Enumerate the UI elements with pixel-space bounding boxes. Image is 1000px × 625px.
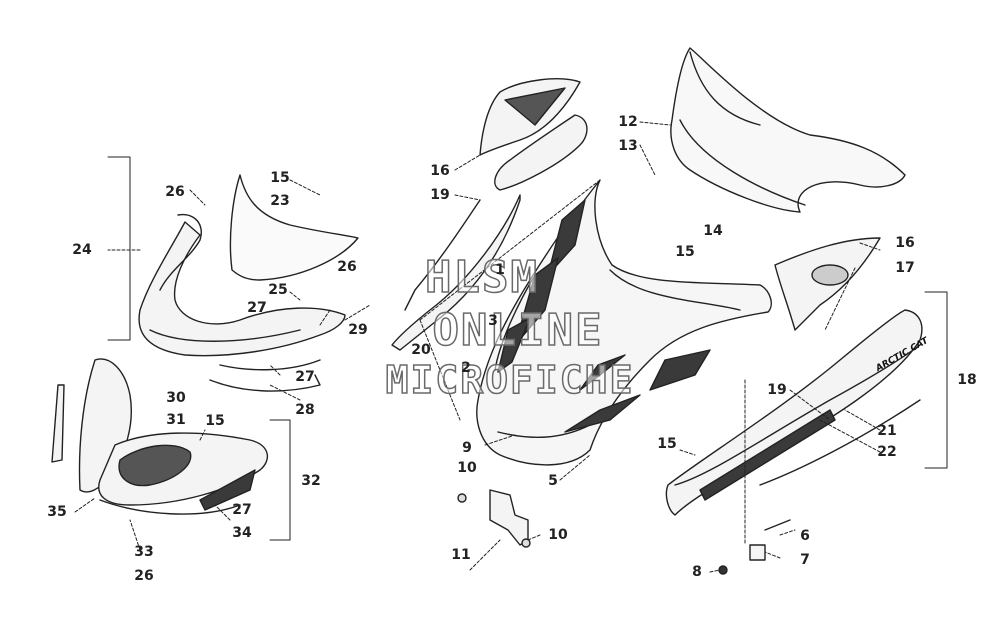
callout-16[interactable]: 16 — [430, 163, 450, 179]
callout-34[interactable]: 34 — [232, 525, 252, 541]
bottom-hardware — [718, 519, 791, 575]
callout-3[interactable]: 3 — [488, 313, 498, 329]
callout-23[interactable]: 23 — [270, 193, 290, 209]
callout-13[interactable]: 13 — [618, 138, 638, 154]
callout-33[interactable]: 33 — [134, 544, 154, 560]
hood-part — [476, 179, 772, 466]
callout-32[interactable]: 32 — [301, 473, 321, 489]
callout-19[interactable]: 19 — [430, 187, 450, 203]
hood-side-panels — [391, 78, 588, 351]
callout-15[interactable]: 15 — [657, 436, 677, 452]
callout-5[interactable]: 5 — [548, 473, 558, 489]
windshield-part — [670, 47, 906, 213]
callout-28[interactable]: 28 — [295, 402, 315, 418]
upper-nose-assembly — [138, 174, 359, 392]
callout-15[interactable]: 15 — [205, 413, 225, 429]
right-side-long-panel — [665, 309, 923, 516]
callout-11[interactable]: 11 — [451, 547, 471, 563]
callout-25[interactable]: 25 — [268, 282, 288, 298]
callout-2[interactable]: 2 — [461, 360, 471, 376]
callout-7[interactable]: 7 — [800, 552, 810, 568]
callout-27[interactable]: 27 — [247, 300, 267, 316]
hood-mesh-vents — [497, 199, 711, 433]
lower-nosepan-assembly — [51, 358, 269, 515]
callout-20[interactable]: 20 — [411, 342, 431, 358]
callout-18[interactable]: 18 — [957, 372, 977, 388]
callout-26[interactable]: 26 — [337, 259, 357, 275]
callout-lines — [74, 121, 948, 573]
callout-21[interactable]: 21 — [877, 423, 897, 439]
callout-9[interactable]: 9 — [462, 440, 472, 456]
callout-26[interactable]: 26 — [134, 568, 154, 584]
callout-19[interactable]: 19 — [767, 382, 787, 398]
callout-27[interactable]: 27 — [247, 300, 267, 316]
callout-15[interactable]: 15 — [675, 244, 695, 260]
callout-22[interactable]: 22 — [877, 444, 897, 460]
callout-24[interactable]: 24 — [72, 242, 92, 258]
callout-27[interactable]: 27 — [295, 369, 315, 385]
callout-35[interactable]: 35 — [47, 504, 67, 520]
callout-6[interactable]: 6 — [800, 528, 810, 544]
callout-14[interactable]: 14 — [703, 223, 723, 239]
callout-10[interactable]: 10 — [548, 527, 568, 543]
hood-bracket — [457, 489, 531, 548]
callout-12[interactable]: 12 — [618, 114, 638, 130]
callout-10[interactable]: 10 — [457, 460, 477, 476]
callout-31[interactable]: 31 — [166, 412, 186, 428]
callout-27[interactable]: 27 — [232, 502, 252, 518]
callout-26[interactable]: 26 — [165, 184, 185, 200]
right-side-vent-panel — [774, 237, 881, 331]
callout-16[interactable]: 16 — [895, 235, 915, 251]
callout-1[interactable]: 1 — [495, 262, 505, 278]
callout-29[interactable]: 29 — [348, 322, 368, 338]
callout-17[interactable]: 17 — [895, 260, 915, 276]
callout-30[interactable]: 30 — [166, 390, 186, 406]
callout-8[interactable]: 8 — [692, 564, 702, 580]
callout-15[interactable]: 15 — [270, 170, 290, 186]
